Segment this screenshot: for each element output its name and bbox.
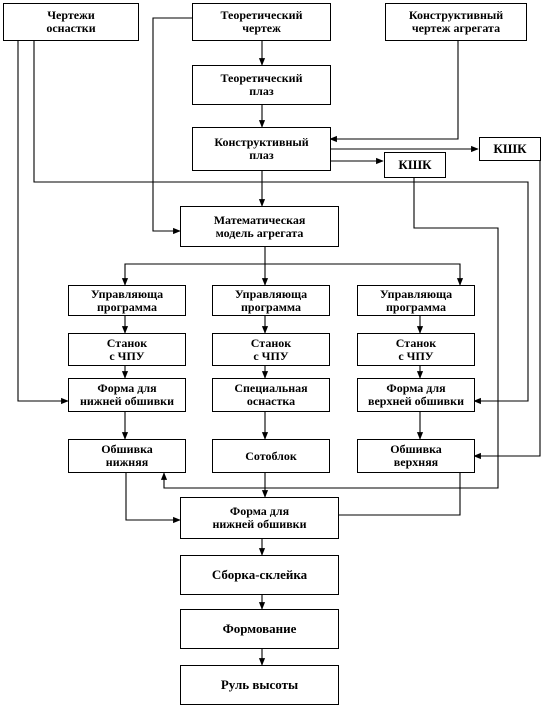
box-upper-skin: Обшивка верхняя xyxy=(357,439,475,473)
box-upper-skin-form: Форма для верхней обшивки xyxy=(357,378,475,412)
connector xyxy=(265,263,464,286)
connector xyxy=(160,178,499,489)
box-program-2: Управляюща программа xyxy=(212,285,330,316)
connector xyxy=(125,473,181,524)
box-kshk-right: КШК xyxy=(479,137,541,161)
connector xyxy=(17,41,69,405)
box-unit-design-drawing: Конструктивный чертеж агрегата xyxy=(385,3,527,41)
connector xyxy=(329,41,459,143)
box-molding: Формование xyxy=(180,609,339,649)
connector xyxy=(331,473,461,519)
box-program-3: Управляюща программа xyxy=(357,285,475,316)
box-program-1: Управляюща программа xyxy=(68,285,186,316)
connector xyxy=(152,17,196,235)
box-kshk-left: КШК xyxy=(384,152,446,178)
connector xyxy=(33,41,529,405)
box-assembly-gluing: Сборка-склейка xyxy=(180,555,339,595)
box-rig-drawings: Чертежи оснастки xyxy=(3,3,139,41)
box-lower-skin-form: Форма для нижней обшивки xyxy=(68,378,186,412)
box-math-model: Математическая модель агрегата xyxy=(180,206,339,247)
box-design-plaz: Конструктивный плаз xyxy=(192,127,331,171)
box-cnc-3: Станок с ЧПУ xyxy=(357,333,475,366)
box-cnc-1: Станок с ЧПУ xyxy=(68,333,186,366)
box-assembly-form: Форма для нижней обшивки xyxy=(180,497,339,539)
connector xyxy=(473,160,541,460)
box-lower-skin: Обшивка нижняя xyxy=(68,439,186,473)
box-theoretical-drawing: Теоретический чертеж xyxy=(192,3,331,41)
box-elevator: Руль высоты xyxy=(180,665,339,705)
box-special-rig: Специальная оснастка xyxy=(212,378,330,412)
box-theoretical-plaz: Теоретический плаз xyxy=(192,65,331,105)
connector xyxy=(121,263,265,286)
box-honeycomb: Сотоблок xyxy=(212,439,330,473)
box-cnc-2: Станок с ЧПУ xyxy=(212,333,330,366)
